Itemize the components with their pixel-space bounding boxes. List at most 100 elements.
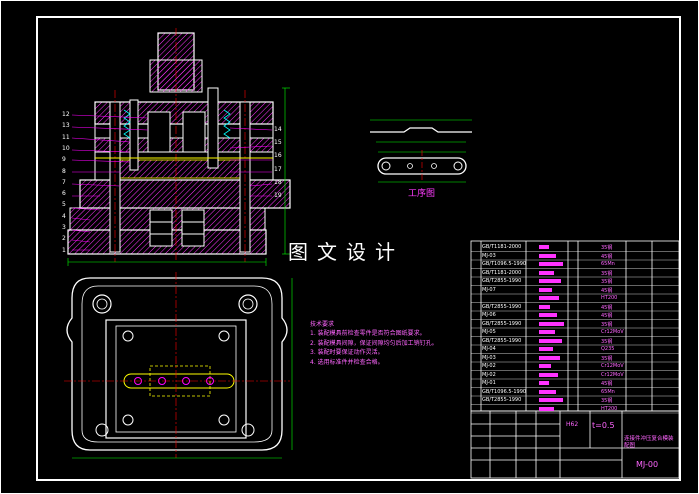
part-callout-number: 9 bbox=[62, 156, 66, 164]
part-callout-number: 17 bbox=[274, 165, 282, 173]
part-callout-number: 5 bbox=[62, 201, 66, 209]
watermark-text: 图文设计 bbox=[288, 240, 404, 264]
part-callout-number: 12 bbox=[62, 111, 70, 118]
bom-row: MJ-06 45钢 bbox=[473, 311, 678, 320]
bom-material: 35钢 bbox=[601, 398, 613, 404]
bom-material: 65Mn bbox=[601, 388, 615, 395]
bom-part-name bbox=[539, 398, 563, 402]
bom-part-name bbox=[539, 279, 561, 283]
thickness-value: t=0.5 bbox=[592, 421, 615, 430]
bom-material: 65Mn bbox=[601, 261, 615, 267]
part-callout-number: 2 bbox=[62, 235, 66, 243]
bom-standard: GB/T2855-1990 bbox=[482, 337, 522, 344]
bom-part-name bbox=[539, 245, 549, 249]
part-callout-number: 10 bbox=[62, 144, 70, 152]
part-callout-number: 8 bbox=[62, 167, 66, 175]
bom-part-name bbox=[539, 296, 559, 300]
bom-standard: GB/T2855-1990 bbox=[482, 303, 522, 310]
plan-view bbox=[64, 272, 293, 459]
bom-part-name bbox=[539, 338, 562, 343]
bom-standard: MJ-04 bbox=[482, 346, 496, 352]
bom-part-name bbox=[539, 262, 563, 266]
part-callout-number: 4 bbox=[62, 212, 66, 220]
drawing-name: 连接件冲压复合模装配图 bbox=[624, 436, 674, 449]
bom-material: 45钢 bbox=[601, 253, 613, 260]
part-callout-number: 11 bbox=[62, 133, 70, 141]
process-drawing-label: 工序图 bbox=[408, 189, 436, 199]
bom-standard: GB/T2855-1990 bbox=[482, 397, 522, 403]
bom-part-name bbox=[539, 330, 555, 334]
bom-material: 45钢 bbox=[601, 381, 613, 387]
part-callout-number: 7 bbox=[62, 178, 66, 186]
bom-row: MJ-03 35钢 bbox=[473, 354, 678, 363]
bom-material: 45钢 bbox=[601, 313, 613, 319]
bom-part-name bbox=[539, 287, 552, 292]
bom-part-name bbox=[539, 321, 564, 326]
bom-material: 35钢 bbox=[601, 270, 613, 277]
bom-row: HT200 bbox=[473, 294, 678, 303]
bom-material: 35钢 bbox=[601, 321, 613, 328]
bom-material: 45钢 bbox=[601, 304, 613, 311]
bom-material: 35钢 bbox=[601, 338, 613, 345]
bom-part-name bbox=[539, 313, 557, 317]
bom-table bbox=[470, 240, 680, 412]
tech-notes-title: 技术要求 bbox=[310, 321, 335, 328]
part-callout-number: 13 bbox=[62, 122, 70, 130]
bom-material: HT200 bbox=[601, 295, 618, 301]
bom-row: MJ-01 45钢 bbox=[473, 379, 678, 388]
bom-standard: MJ-03 bbox=[482, 252, 496, 259]
bom-standard: MJ-06 bbox=[482, 312, 496, 318]
bom-part-name bbox=[539, 253, 556, 258]
bom-row: GB/T1096.5-1990 65Mn bbox=[473, 260, 678, 269]
bom-part-name bbox=[539, 347, 553, 351]
tech-note-item: 1. 装配模具前检查零件是否符合图纸要求。 bbox=[310, 330, 426, 338]
part-callout-number: 16 bbox=[274, 152, 282, 160]
bom-part-name bbox=[539, 304, 550, 309]
material-code: H62 bbox=[566, 421, 579, 428]
bom-part-name bbox=[539, 389, 556, 394]
bom-row: MJ-03 45钢 bbox=[473, 252, 678, 261]
process-drawing bbox=[370, 119, 472, 183]
bom-row: GB/T1181-2000 35钢 bbox=[473, 269, 678, 278]
bom-material: 45钢 bbox=[601, 287, 613, 294]
bom-material: 35钢 bbox=[601, 279, 613, 285]
bom-standard: MJ-05 bbox=[482, 329, 496, 335]
part-callout-number: 18 bbox=[274, 178, 282, 186]
bom-standard: MJ-02 bbox=[482, 363, 496, 369]
tech-note-item: 2. 装配模具间隙，保证间隙均匀后加工销钉孔。 bbox=[310, 339, 438, 347]
title-block bbox=[470, 410, 680, 479]
inner-frame bbox=[36, 16, 681, 481]
bom-part-name bbox=[539, 406, 554, 411]
bom-standard: MJ-07 bbox=[482, 286, 496, 293]
bom-standard: GB/T1096.5-1990 bbox=[482, 261, 526, 267]
bom-row: GB/T2855-1990 35钢 bbox=[473, 396, 678, 405]
front-section-view bbox=[67, 28, 291, 266]
bom-material: HT200 bbox=[601, 405, 618, 412]
bom-standard: GB/T1181-2000 bbox=[482, 269, 522, 276]
bom-standard: GB/T1181-2000 bbox=[482, 244, 522, 250]
bom-standard: MJ-02 bbox=[482, 371, 496, 378]
bom-row-lines bbox=[471, 251, 679, 414]
bom-row: MJ-04 Q235 bbox=[473, 345, 678, 354]
bom-material: 35钢 bbox=[601, 355, 613, 362]
part-callout-number: 1 bbox=[62, 246, 66, 254]
bom-row: GB/T1096.5-1990 65Mn bbox=[473, 388, 678, 397]
bom-row: HT200 bbox=[473, 405, 678, 414]
bom-standard: MJ-03 bbox=[482, 354, 496, 361]
part-callout-number: 6 bbox=[62, 190, 66, 198]
tech-note-item: 3. 装配时要保证动作灵活。 bbox=[310, 349, 384, 357]
part-callout-number: 15 bbox=[274, 139, 282, 147]
bom-material: Q235 bbox=[601, 346, 615, 352]
bom-standard: GB/T1096.5-1990 bbox=[482, 388, 526, 395]
bom-row: GB/T2855-1990 45钢 bbox=[473, 303, 678, 312]
bom-part-name bbox=[539, 355, 560, 360]
part-callout-number: 19 bbox=[274, 192, 282, 199]
bom-standard: MJ-01 bbox=[482, 380, 496, 386]
